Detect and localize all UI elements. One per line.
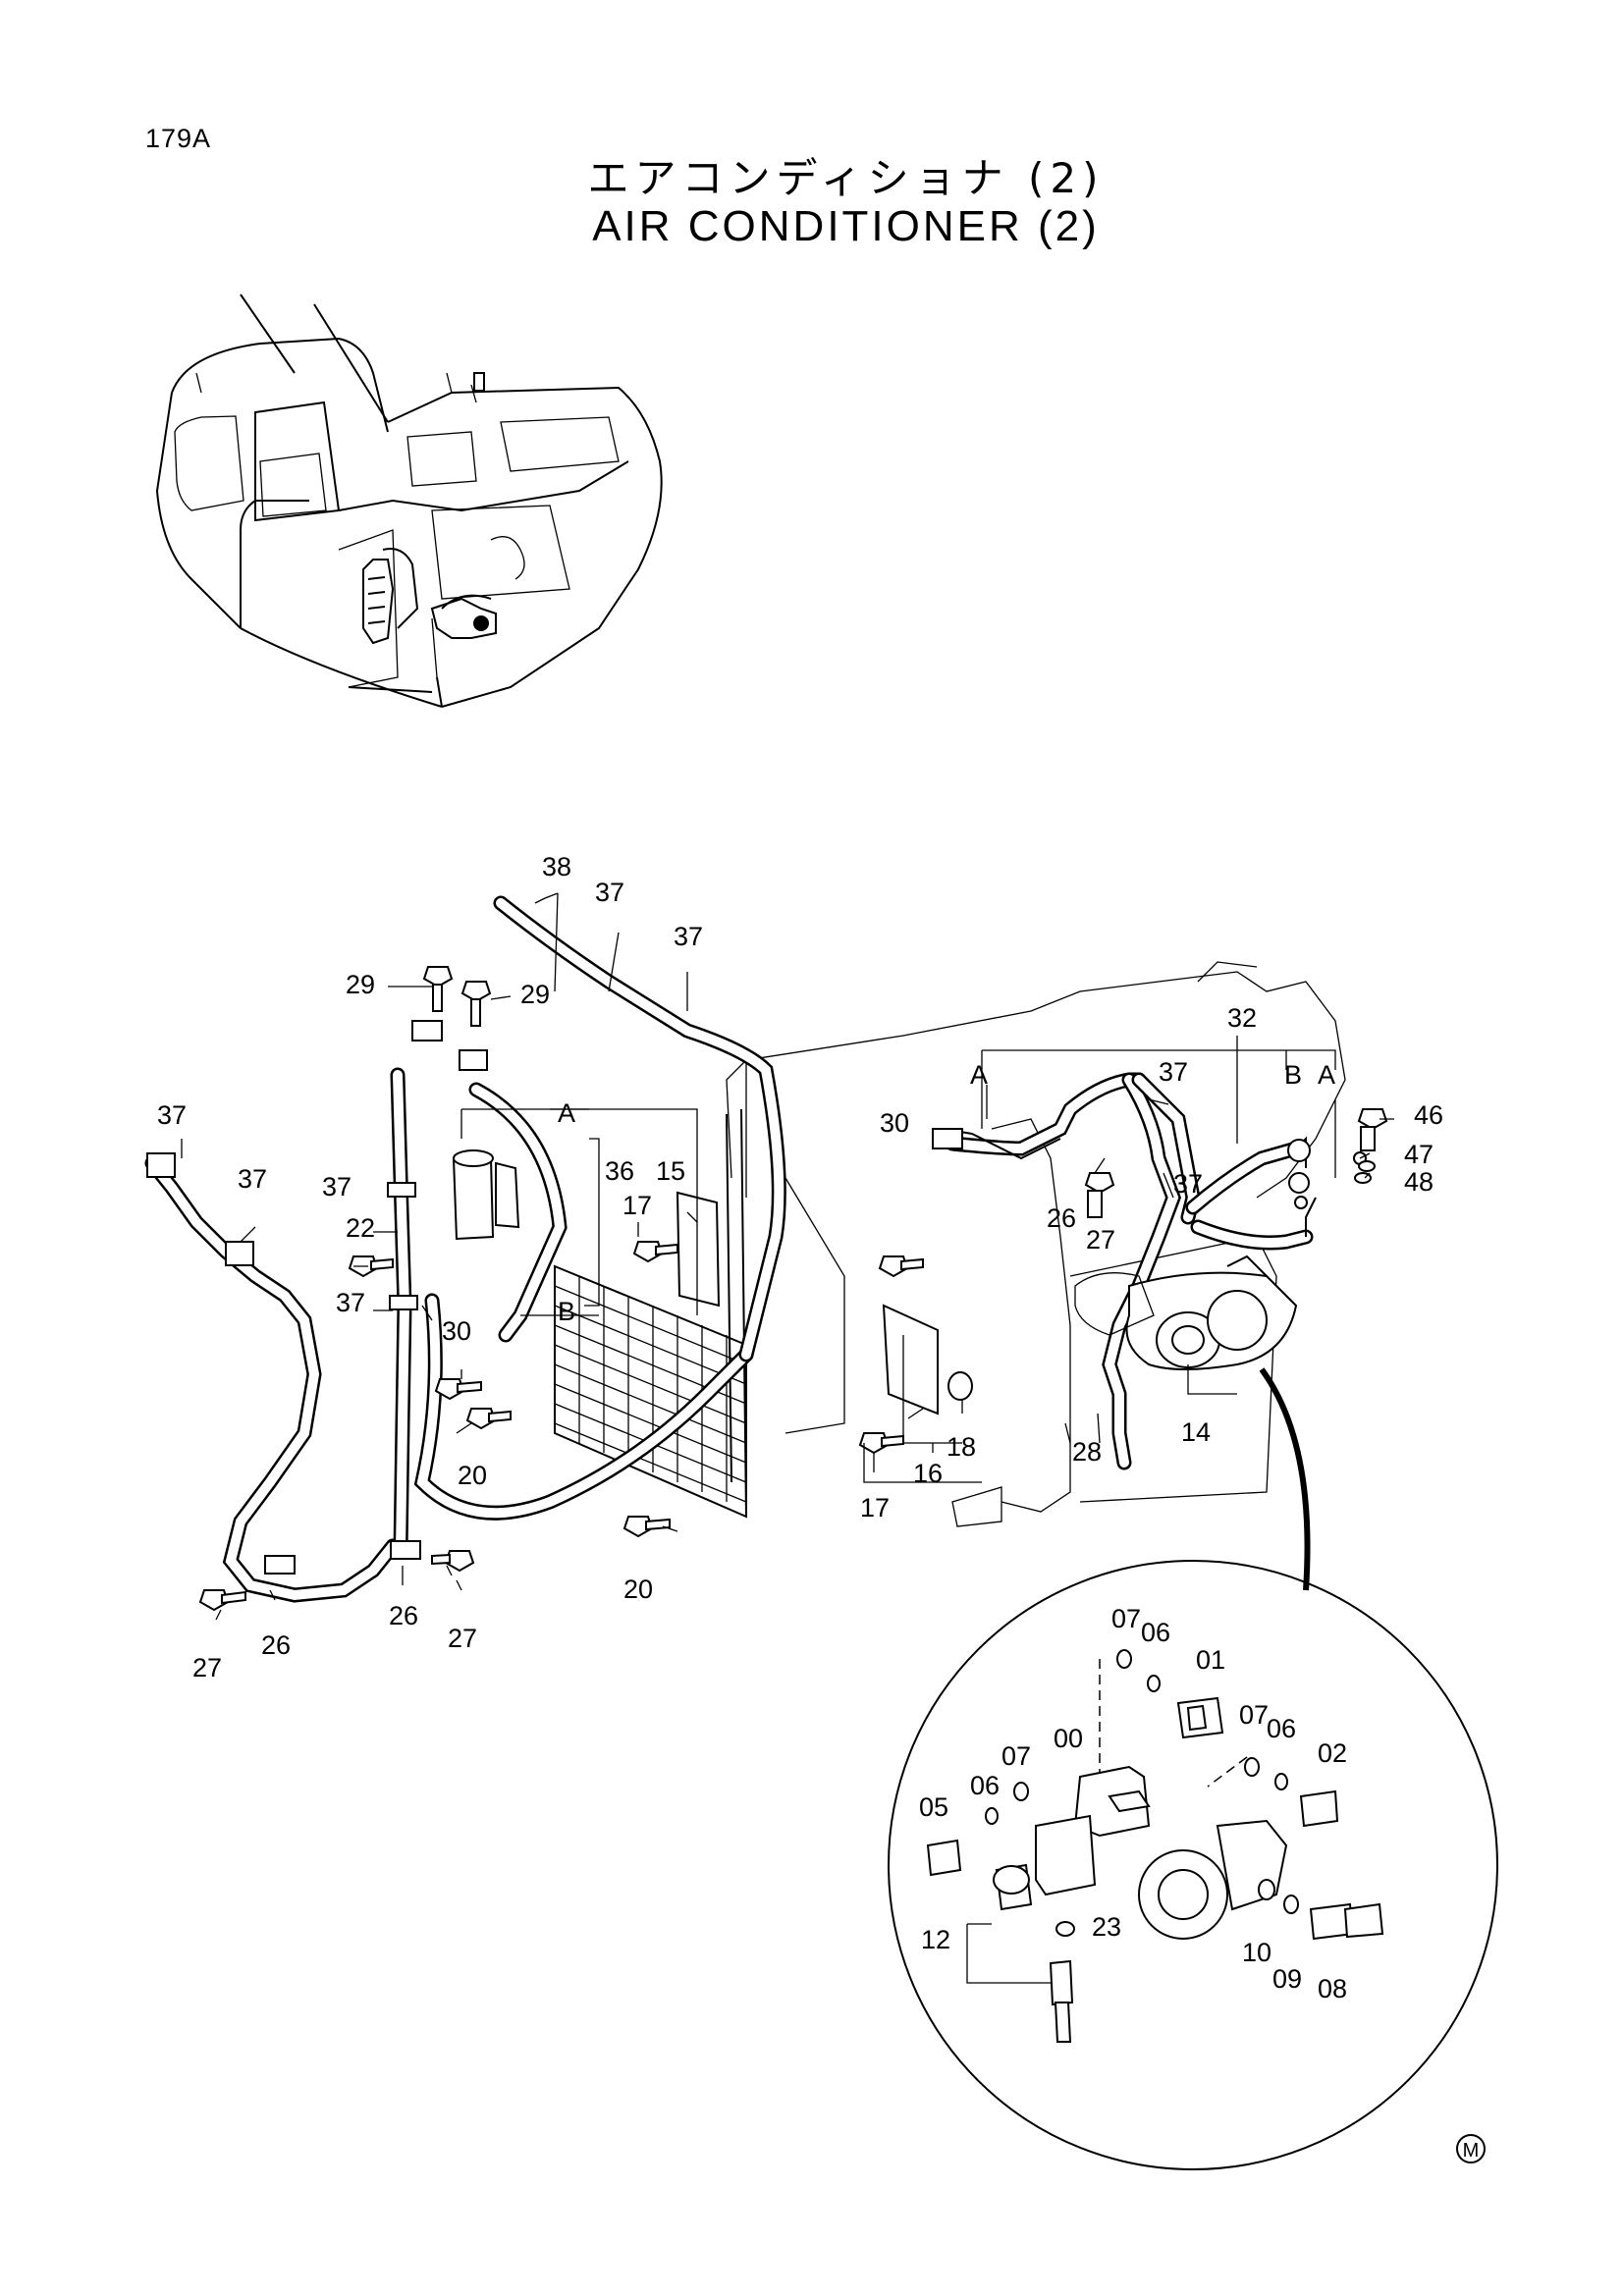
page-number: 179A bbox=[145, 124, 212, 153]
callout-23: 23 bbox=[1092, 1912, 1121, 1942]
callout-10: 10 bbox=[1242, 1938, 1271, 1967]
callout-27: 27 bbox=[1086, 1225, 1115, 1255]
callout-27: 27 bbox=[448, 1624, 477, 1653]
callout-37: 37 bbox=[595, 878, 624, 907]
callout-20: 20 bbox=[623, 1575, 653, 1604]
callout-30: 30 bbox=[880, 1108, 909, 1138]
callout-30: 30 bbox=[442, 1316, 471, 1346]
callout-08: 08 bbox=[1318, 1974, 1347, 2003]
callout-37: 37 bbox=[238, 1164, 267, 1194]
detail-compressor-mount bbox=[926, 1649, 1384, 2043]
callout-37: 37 bbox=[1173, 1169, 1203, 1199]
callout-37: 37 bbox=[674, 922, 703, 951]
callout-26: 26 bbox=[1047, 1203, 1076, 1233]
callout-15: 15 bbox=[656, 1156, 685, 1186]
callout-46: 46 bbox=[1414, 1100, 1443, 1130]
callout-07: 07 bbox=[1111, 1604, 1141, 1633]
callout-37: 37 bbox=[336, 1288, 365, 1317]
callout-00: 00 bbox=[1054, 1724, 1083, 1753]
callout-32: 32 bbox=[1227, 1003, 1257, 1033]
callout-20: 20 bbox=[458, 1461, 487, 1490]
callout-18: 18 bbox=[947, 1432, 976, 1462]
callout-29: 29 bbox=[346, 970, 375, 999]
callout-29: 29 bbox=[520, 980, 550, 1009]
callout-b: B bbox=[1284, 1060, 1302, 1090]
callout-01: 01 bbox=[1196, 1645, 1225, 1675]
callout-27: 27 bbox=[192, 1653, 222, 1682]
callout-48: 48 bbox=[1404, 1167, 1434, 1197]
callout-a: A bbox=[558, 1098, 575, 1128]
callout-07: 07 bbox=[1239, 1700, 1269, 1730]
callout-b: B bbox=[558, 1297, 575, 1326]
callout-07: 07 bbox=[1001, 1741, 1031, 1771]
callout-37: 37 bbox=[1159, 1057, 1188, 1087]
callout-26: 26 bbox=[389, 1601, 418, 1630]
callout-37: 37 bbox=[157, 1100, 187, 1130]
callout-16: 16 bbox=[913, 1459, 943, 1488]
callout-09: 09 bbox=[1272, 1964, 1302, 1994]
callout-02: 02 bbox=[1318, 1738, 1347, 1768]
callout-37: 37 bbox=[322, 1172, 352, 1201]
callout-12: 12 bbox=[921, 1925, 950, 1954]
callout-36: 36 bbox=[605, 1156, 634, 1186]
callout-28: 28 bbox=[1072, 1437, 1102, 1467]
callout-38: 38 bbox=[542, 852, 571, 881]
callout-a: A bbox=[970, 1060, 988, 1090]
callout-06: 06 bbox=[970, 1771, 1000, 1800]
callout-06: 06 bbox=[1267, 1714, 1296, 1743]
corner-mark: M bbox=[1456, 2134, 1486, 2163]
callout-17: 17 bbox=[860, 1493, 890, 1522]
callout-26: 26 bbox=[261, 1630, 291, 1660]
title-english: AIR CONDITIONER (2) bbox=[592, 202, 1100, 250]
callout-17: 17 bbox=[622, 1191, 652, 1220]
callout-47: 47 bbox=[1404, 1140, 1434, 1169]
title-japanese: エアコンディショナ (2) bbox=[587, 154, 1105, 202]
callout-a: A bbox=[1318, 1060, 1335, 1090]
callout-14: 14 bbox=[1181, 1417, 1211, 1447]
main-parts-diagram bbox=[144, 892, 1498, 2170]
callout-22: 22 bbox=[346, 1213, 375, 1243]
callout-06: 06 bbox=[1141, 1618, 1170, 1647]
callout-labels: 38 37 37 29 29 37 37 37 22 37 30 A 36 B … bbox=[157, 852, 1443, 2003]
callout-05: 05 bbox=[919, 1792, 948, 1822]
machine-overview-illustration bbox=[155, 294, 663, 708]
